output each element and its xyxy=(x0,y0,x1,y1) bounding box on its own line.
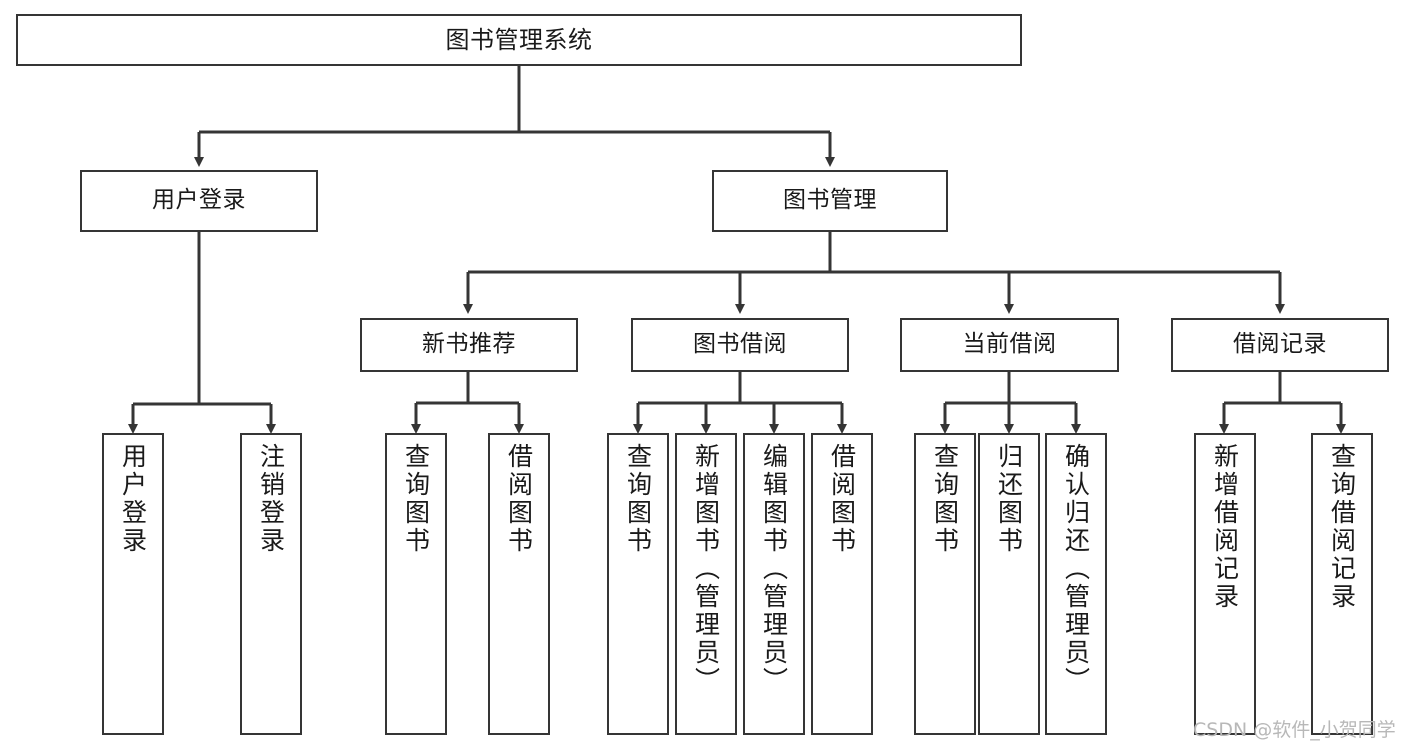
csdn-watermark: CSDN @软件_小贺同学 xyxy=(1193,719,1396,741)
leaf-edit-book-label: 编辑图书（管理员） xyxy=(759,443,789,695)
node-user-login[interactable]: 用户登录 xyxy=(80,170,318,232)
leaf-query-book-2[interactable]: 查询图书 xyxy=(607,433,669,735)
leaf-user-login[interactable]: 用户登录 xyxy=(102,433,164,735)
node-borrow-record-label: 借阅记录 xyxy=(1233,331,1327,358)
leaf-query-book-1[interactable]: 查询图书 xyxy=(385,433,447,735)
leaf-borrow-book-1[interactable]: 借阅图书 xyxy=(488,433,550,735)
leaf-add-book[interactable]: 新增图书（管理员） xyxy=(675,433,737,735)
leaf-return-book[interactable]: 归还图书 xyxy=(978,433,1040,735)
leaf-query-record[interactable]: 查询借阅记录 xyxy=(1311,433,1373,735)
leaf-edit-book[interactable]: 编辑图书（管理员） xyxy=(743,433,805,735)
leaf-add-book-label: 新增图书（管理员） xyxy=(691,443,721,695)
node-new-book-recommend[interactable]: 新书推荐 xyxy=(360,318,578,372)
node-book-borrow-label: 图书借阅 xyxy=(693,331,787,358)
node-book-management[interactable]: 图书管理 xyxy=(712,170,948,232)
node-root[interactable]: 图书管理系统 xyxy=(16,14,1022,66)
leaf-logout-login[interactable]: 注销登录 xyxy=(240,433,302,735)
node-borrow-record[interactable]: 借阅记录 xyxy=(1171,318,1389,372)
node-book-management-label: 图书管理 xyxy=(783,187,877,214)
leaf-add-record-label: 新增借阅记录 xyxy=(1210,443,1240,611)
leaf-borrow-book-1-label: 借阅图书 xyxy=(504,443,534,555)
leaf-confirm-return-label: 确认归还（管理员） xyxy=(1061,443,1091,695)
leaf-query-book-3[interactable]: 查询图书 xyxy=(914,433,976,735)
leaf-confirm-return[interactable]: 确认归还（管理员） xyxy=(1045,433,1107,735)
leaf-return-book-label: 归还图书 xyxy=(994,443,1024,555)
node-current-borrow-label: 当前借阅 xyxy=(962,331,1057,358)
leaf-borrow-book-2-label: 借阅图书 xyxy=(827,443,857,555)
node-root-label: 图书管理系统 xyxy=(445,25,593,54)
leaf-query-book-3-label: 查询图书 xyxy=(930,443,960,555)
node-new-book-recommend-label: 新书推荐 xyxy=(422,331,516,358)
node-book-borrow[interactable]: 图书借阅 xyxy=(631,318,849,372)
leaf-borrow-book-2[interactable]: 借阅图书 xyxy=(811,433,873,735)
leaf-logout-login-label: 注销登录 xyxy=(256,443,286,555)
leaf-query-book-1-label: 查询图书 xyxy=(401,443,431,555)
leaf-query-book-2-label: 查询图书 xyxy=(623,443,653,555)
node-user-login-label: 用户登录 xyxy=(152,187,246,214)
leaf-user-login-label: 用户登录 xyxy=(118,443,148,555)
leaf-add-record[interactable]: 新增借阅记录 xyxy=(1194,433,1256,735)
leaf-query-record-label: 查询借阅记录 xyxy=(1327,443,1357,611)
node-current-borrow[interactable]: 当前借阅 xyxy=(900,318,1119,372)
